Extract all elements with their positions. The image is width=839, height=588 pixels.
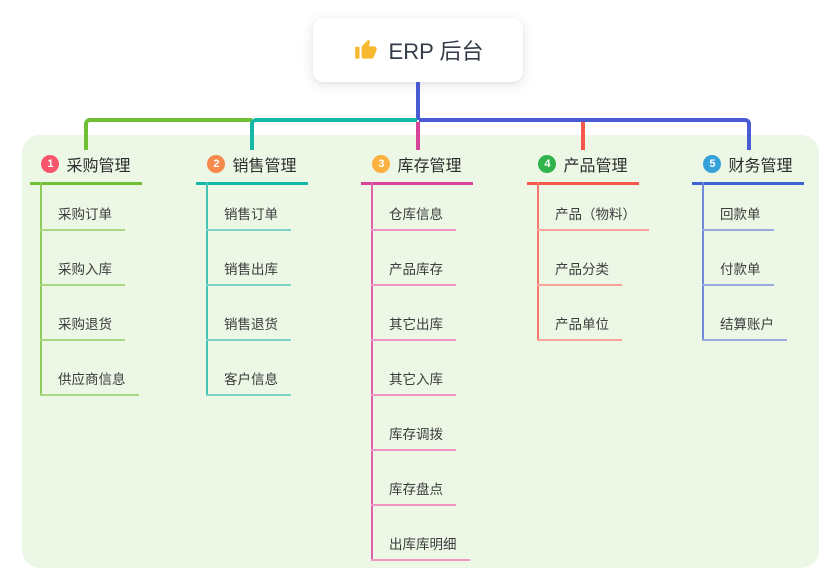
node-item[interactable]: 销售出库 bbox=[206, 256, 291, 286]
branch-tree-line-1 bbox=[40, 182, 42, 396]
badge-1: 1 bbox=[41, 155, 60, 173]
node-item[interactable]: 产品分类 bbox=[537, 256, 622, 286]
node-item[interactable]: 仓库信息 bbox=[371, 201, 456, 231]
branch-header-inventory[interactable]: 3 库存管理 bbox=[361, 146, 473, 185]
drop-line-branch-3 bbox=[416, 122, 420, 150]
node-item[interactable]: 结算账户 bbox=[702, 311, 787, 341]
branch-tree-line-3 bbox=[371, 182, 373, 561]
node-item[interactable]: 付款单 bbox=[702, 256, 774, 286]
node-item[interactable]: 销售退货 bbox=[206, 311, 291, 341]
node-item[interactable]: 库存调拨 bbox=[371, 421, 456, 451]
node-item[interactable]: 采购退货 bbox=[40, 311, 125, 341]
branch-label: 库存管理 bbox=[397, 158, 462, 175]
badge-3: 3 bbox=[372, 155, 391, 173]
badge-4: 4 bbox=[538, 155, 557, 173]
node-item[interactable]: 产品库存 bbox=[371, 256, 456, 286]
branch-header-purchase[interactable]: 1 采购管理 bbox=[30, 146, 142, 185]
branch-header-sales[interactable]: 2 销售管理 bbox=[196, 146, 308, 185]
node-item[interactable]: 出库库明细 bbox=[371, 531, 470, 561]
node-item[interactable]: 产品单位 bbox=[537, 311, 622, 341]
thumbs-up-icon bbox=[353, 37, 379, 63]
branch-tree-line-5 bbox=[702, 182, 704, 341]
node-item[interactable]: 其它入库 bbox=[371, 366, 456, 396]
root-connector-line bbox=[416, 82, 420, 120]
node-item[interactable]: 销售订单 bbox=[206, 201, 291, 231]
node-item[interactable]: 供应商信息 bbox=[40, 366, 139, 396]
root-node[interactable]: ERP 后台 bbox=[313, 18, 523, 82]
node-item[interactable]: 客户信息 bbox=[206, 366, 291, 396]
node-item[interactable]: 采购入库 bbox=[40, 256, 125, 286]
branch-label: 产品管理 bbox=[563, 158, 628, 175]
branches-panel bbox=[22, 135, 819, 568]
branch-label: 采购管理 bbox=[66, 158, 131, 175]
node-item[interactable]: 库存盘点 bbox=[371, 476, 456, 506]
badge-2: 2 bbox=[207, 155, 226, 173]
badge-5: 5 bbox=[703, 155, 722, 173]
branch-header-product[interactable]: 4 产品管理 bbox=[527, 146, 639, 185]
root-label: ERP 后台 bbox=[388, 39, 484, 64]
bus-segment-blue bbox=[419, 118, 751, 150]
branch-tree-line-4 bbox=[537, 182, 539, 341]
node-item[interactable]: 采购订单 bbox=[40, 201, 125, 231]
branch-header-finance[interactable]: 5 财务管理 bbox=[692, 146, 804, 185]
node-item[interactable]: 回款单 bbox=[702, 201, 774, 231]
node-item[interactable]: 产品（物料） bbox=[537, 201, 649, 231]
branch-label: 财务管理 bbox=[728, 158, 793, 175]
bus-segment-green bbox=[84, 118, 252, 150]
node-item[interactable]: 其它出库 bbox=[371, 311, 456, 341]
branch-label: 销售管理 bbox=[232, 158, 297, 175]
bus-segment-teal bbox=[250, 118, 417, 150]
drop-line-branch-4 bbox=[581, 122, 585, 150]
branch-tree-line-2 bbox=[206, 182, 208, 396]
